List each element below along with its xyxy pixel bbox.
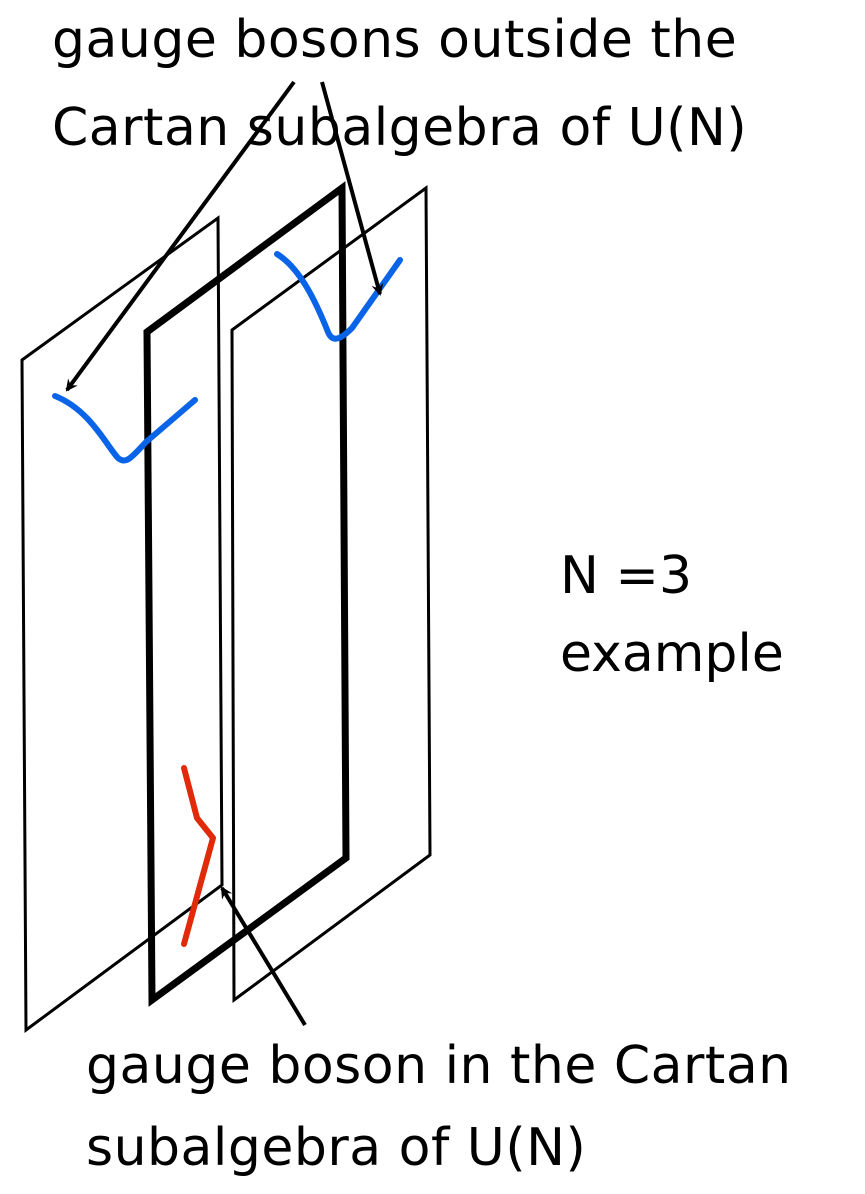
top-annotation-line-2: Cartan subalgebra of U(N) — [52, 98, 748, 158]
string-left — [52, 393, 198, 464]
string-right — [274, 251, 403, 342]
bottom-annotation-line-1: gauge boson in the Cartan — [86, 1036, 792, 1096]
brane-left — [20, 215, 224, 1033]
brane-middle — [143, 181, 350, 1007]
n-value-label: N =3 — [560, 546, 693, 606]
arrow-to-right-string — [320, 81, 384, 296]
bottom-annotation-line-2: subalgebra of U(N) — [86, 1118, 587, 1178]
string-cartan — [181, 765, 216, 947]
arrow-to-left-string — [65, 80, 296, 392]
brane-right — [230, 185, 432, 1003]
arrow-to-cartan-string — [220, 886, 307, 1027]
example-label: example — [560, 624, 784, 684]
top-annotation-line-1: gauge bosons outside the — [52, 10, 738, 70]
